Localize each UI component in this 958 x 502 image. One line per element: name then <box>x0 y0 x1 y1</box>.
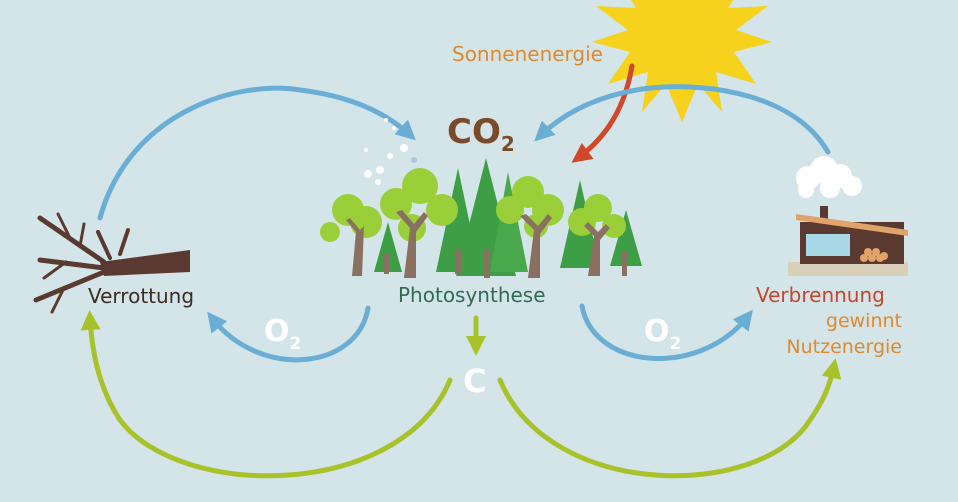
label-co2-main: CO <box>447 112 501 152</box>
label-o2-left-main: O <box>264 314 290 349</box>
dead-tree-icon <box>33 212 190 314</box>
co2-release-combustion-arrow <box>534 84 831 155</box>
house-icon <box>788 206 908 276</box>
label-o2-right-subscript: 2 <box>669 334 682 354</box>
sun-icon <box>592 0 772 122</box>
carbon-arrow-to-decay <box>80 310 453 479</box>
label-o2-left: O2 <box>264 314 301 354</box>
label-o2-right-main: O <box>644 314 670 349</box>
smoke-cloud-icon <box>796 156 862 198</box>
oxygen-arrow-left <box>207 305 371 363</box>
carbon-arrow-to-combustion <box>497 358 842 479</box>
oxygen-arrow-right <box>579 303 753 361</box>
label-gewinnt: gewinnt <box>825 310 902 332</box>
label-carbon: C <box>463 362 487 400</box>
label-sonnenenergie: Sonnenenergie <box>452 42 603 66</box>
label-o2-right: O2 <box>644 314 681 354</box>
label-nutzenergie: Nutzenergie <box>786 336 902 358</box>
sun-energy-arrow <box>571 63 635 163</box>
label-co2-subscript: 2 <box>500 132 515 156</box>
label-verrottung: Verrottung <box>88 284 195 308</box>
forest-icon <box>320 158 642 278</box>
label-o2-left-subscript: 2 <box>289 334 302 354</box>
label-photosynthese: Photosynthese <box>398 283 546 307</box>
co2-bubbles <box>364 118 417 185</box>
co2-release-decay-arrow <box>97 85 416 221</box>
label-co2: CO2 <box>447 112 515 156</box>
label-verbrennung: Verbrennung <box>756 283 885 307</box>
